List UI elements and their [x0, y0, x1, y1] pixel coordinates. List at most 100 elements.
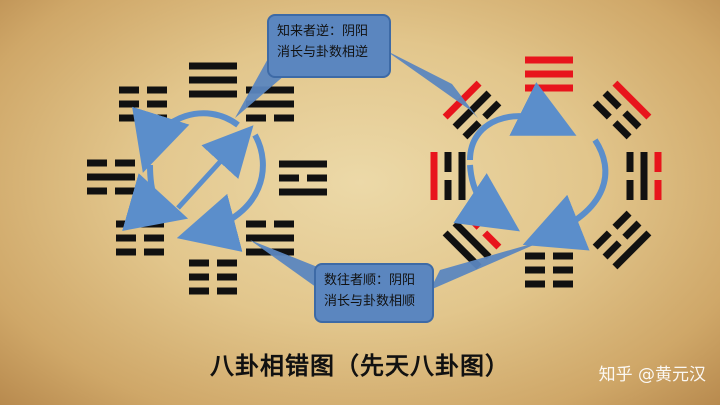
yang-line [452, 220, 492, 260]
yin-line-segment [144, 234, 164, 242]
yin-line-segment [119, 86, 139, 94]
right-arc-arrow-right [522, 138, 609, 251]
yin-line-segment [482, 230, 502, 250]
trigram-left-top [189, 62, 237, 98]
yin-line-segment [217, 287, 237, 295]
callout-shun-line1: 数往者顺：阴阳 [324, 273, 416, 288]
yin-line-segment [119, 100, 139, 108]
yin-line-segment [444, 180, 452, 200]
yang-line [612, 230, 652, 270]
yin-line-segment [147, 86, 167, 94]
yang-line [189, 62, 237, 70]
trigram-right-upper-right [592, 80, 652, 140]
yang-line [279, 160, 327, 168]
yin-line-segment [87, 187, 107, 195]
trigram-left-bottom [189, 259, 237, 295]
trigram-right-top [525, 56, 573, 92]
yin-line-segment [462, 120, 482, 140]
yang-line [246, 234, 294, 242]
yang-line [246, 100, 294, 108]
trigram-right-left [430, 152, 466, 200]
trigram-right-lower-right [592, 210, 652, 270]
yin-line-segment [144, 248, 164, 256]
yin-line-segment [274, 114, 294, 122]
right-arc-arrow-left [453, 164, 520, 232]
yang-line [430, 152, 438, 200]
callout-bottom-pointer-left [250, 240, 325, 290]
yin-line-segment [116, 248, 136, 256]
yang-line [612, 80, 652, 120]
callout-ni-line1: 知来者逆：阴阳 [277, 24, 369, 39]
yin-line-segment [626, 180, 634, 200]
yin-line-segment [189, 259, 209, 267]
diagram-caption: 八卦相错图（先天八卦图） [210, 351, 510, 380]
yin-line-segment [115, 187, 135, 195]
yin-line-segment [525, 280, 545, 288]
yin-line-segment [246, 114, 266, 122]
left-diagonal-arrow [176, 125, 254, 210]
yang-line [189, 90, 237, 98]
yang-line [525, 70, 573, 78]
yang-line [458, 152, 466, 200]
left-arc-arrow-right [176, 133, 266, 252]
yin-line-segment [553, 280, 573, 288]
left-arc-arrow-top [132, 106, 240, 173]
yang-line [279, 188, 327, 196]
zhihu-watermark: 知乎 @黄元汉 [598, 365, 706, 385]
yin-line-segment [307, 174, 327, 182]
trigram-left-upper-right [246, 86, 294, 122]
yang-line [525, 84, 573, 92]
trigram-left-right [279, 160, 327, 196]
trigram-left-upper-left [119, 86, 167, 122]
yin-line-segment [279, 174, 299, 182]
yang-line [87, 173, 135, 181]
yin-line-segment [482, 100, 502, 120]
yin-line-segment [622, 220, 642, 240]
yang-line [246, 86, 294, 94]
right-trigram-group [430, 56, 662, 288]
trigram-left-lower-left [116, 220, 164, 256]
yin-line-segment [612, 120, 632, 140]
yin-line-segment [116, 234, 136, 242]
yang-line [525, 56, 573, 64]
yang-line [442, 230, 482, 270]
yin-line-segment [553, 252, 573, 260]
yin-line-segment [622, 110, 642, 130]
yin-line-segment [217, 259, 237, 267]
callout-bottom-pointer [430, 240, 545, 290]
trigram-left-left [87, 159, 135, 195]
callout-top-pointer [385, 50, 478, 118]
callout-ni: 知来者逆：阴阳 消长与卦数相逆 [267, 14, 391, 78]
yang-line [116, 220, 164, 228]
yin-line-segment [592, 230, 612, 250]
left-arc-arrow-bottom [122, 164, 189, 231]
yin-line-segment [592, 100, 612, 120]
yin-line-segment [147, 100, 167, 108]
callout-ni-line2: 消长与卦数相逆 [277, 45, 369, 60]
yin-line-segment [553, 266, 573, 274]
yin-line-segment [246, 220, 266, 228]
yin-line-segment [654, 180, 662, 200]
yin-line-segment [462, 210, 482, 230]
yin-line-segment [189, 273, 209, 281]
yin-line-segment [444, 152, 452, 172]
yin-line-segment [525, 266, 545, 274]
yang-line [189, 76, 237, 84]
right-arc-arrow-top [467, 82, 577, 161]
yin-line-segment [626, 152, 634, 172]
yang-line [119, 114, 167, 122]
callout-shun: 数往者顺：阴阳 消长与卦数相顺 [314, 263, 434, 323]
trigram-right-bottom [525, 252, 573, 288]
yin-line-segment [217, 273, 237, 281]
yin-line-segment [525, 252, 545, 260]
yin-line-segment [189, 287, 209, 295]
yin-line-segment [115, 159, 135, 167]
yin-line-segment [87, 159, 107, 167]
yin-line-segment [602, 90, 622, 110]
yin-line-segment [654, 152, 662, 172]
yang-line [640, 152, 648, 200]
yin-line-segment [612, 210, 632, 230]
yang-line [452, 90, 492, 130]
yin-line-segment [602, 240, 622, 260]
